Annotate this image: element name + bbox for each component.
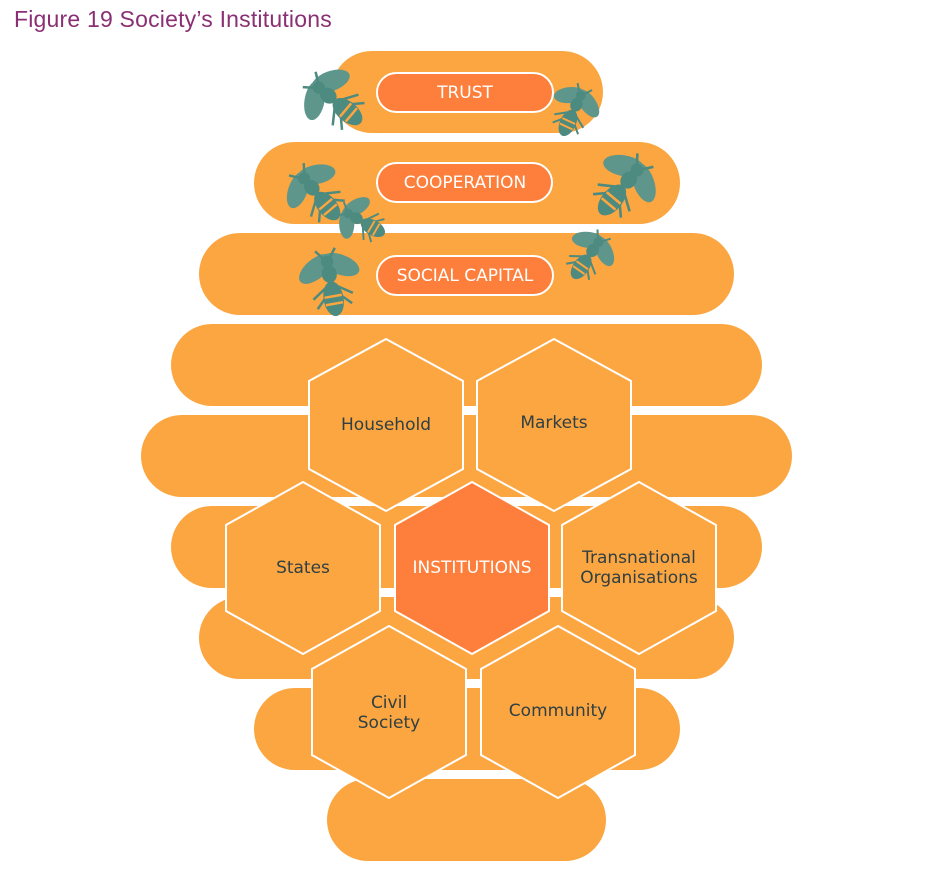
pill-social-capital [376,255,554,296]
hex-states [225,480,381,656]
hex-transnational [561,480,717,656]
hex-household [308,337,464,513]
hex-institutions [394,480,550,656]
hex-civil-society [311,624,467,800]
pill-trust-label: TRUST [436,83,493,103]
institution-cells: Household Markets States INSTITUTIONS Tr… [225,337,717,800]
hex-markets [476,337,632,513]
pill-cooperation-label: COOPERATION [404,173,527,193]
hex-household-label: Household [341,415,431,435]
hex-states-label: States [276,558,330,578]
hex-transnational-label-2: Organisations [580,568,698,588]
hex-civil-society-label-2: Society [358,713,420,733]
hex-community [480,624,636,800]
hex-institutions-label: INSTITUTIONS [412,558,531,578]
pill-cooperation [376,162,553,203]
bar-4 [171,324,762,406]
figure-title: Figure 19 Society’s Institutions [14,6,332,32]
hex-markets-label: Markets [520,413,587,433]
pill-social-capital-label: SOCIAL CAPITAL [397,266,534,286]
hex-civil-society-label-1: Civil [371,693,407,713]
bar-9 [327,779,606,861]
layer-pills: TRUST COOPERATION SOCIAL CAPITAL [376,72,554,296]
hex-community-label: Community [509,701,607,721]
pill-trust [376,72,554,113]
hex-transnational-label-1: Transnational [581,548,696,568]
